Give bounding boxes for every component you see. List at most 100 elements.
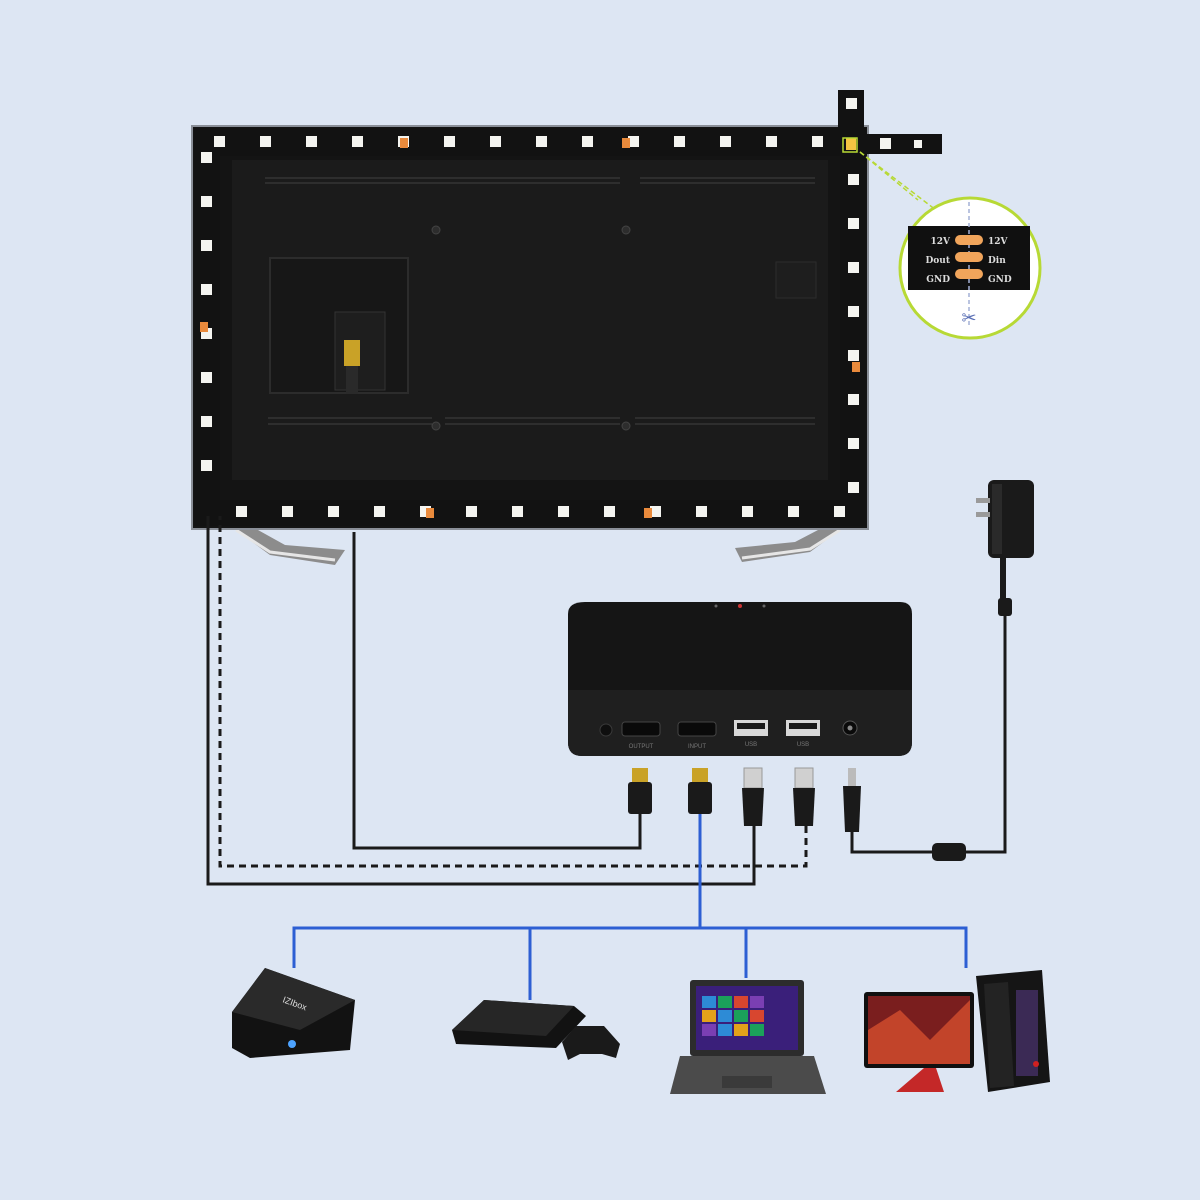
laptop-screen-tile <box>718 1010 732 1022</box>
led-chip <box>582 136 593 147</box>
led-chip <box>848 438 859 449</box>
laptop-screen-tile <box>734 1010 748 1022</box>
led-chip <box>720 136 731 147</box>
scissors-icon: ✂ <box>961 308 976 329</box>
led-strip-right <box>840 128 866 526</box>
led-chip <box>696 506 707 517</box>
laptop-screen-tile <box>702 996 716 1008</box>
led-chip <box>848 174 859 185</box>
led-chip <box>812 136 823 147</box>
port-label-input: INPUT <box>688 744 706 750</box>
led-chip <box>848 350 859 361</box>
led-chip <box>201 372 212 383</box>
led-chip <box>512 506 523 517</box>
sync-box: OUTPUT INPUT USB USB <box>568 602 912 756</box>
led-chip <box>352 136 363 147</box>
strip-zoom-callout: 12V Dout GND 12V Din GND ✂ <box>842 137 1042 340</box>
led-chip <box>766 136 777 147</box>
led-chip <box>282 506 293 517</box>
tv-io-panel <box>269 257 817 394</box>
laptop-screen-tile <box>718 1024 732 1036</box>
led-chip <box>444 136 455 147</box>
tv-stand-right <box>735 528 841 562</box>
led-chip <box>848 218 859 229</box>
laptop-screen-tile <box>750 1024 764 1036</box>
port-label-usb-2: USB <box>797 742 809 748</box>
pin-right-din: Din <box>988 256 1006 266</box>
laptop-screen-tile <box>734 1024 748 1036</box>
tv-stand-left <box>235 528 345 565</box>
led-chip <box>374 506 385 517</box>
pin-left-gnd: GND <box>926 275 950 285</box>
led-chip <box>201 240 212 251</box>
led-chip <box>490 136 501 147</box>
laptop-screen-tile <box>718 996 732 1008</box>
led-resistor <box>200 322 208 332</box>
power-cable-ferrite <box>932 843 966 861</box>
led-strip <box>194 90 942 526</box>
led-chip <box>650 506 661 517</box>
led-chip <box>604 506 615 517</box>
led-chip <box>848 262 859 273</box>
hdmi-input-plug <box>688 768 712 814</box>
led-strip-bottom <box>194 500 866 526</box>
led-chip <box>466 506 477 517</box>
desktop-tower <box>976 970 1050 1092</box>
led-chip <box>848 482 859 493</box>
led-chip <box>260 136 271 147</box>
led-chip <box>914 140 922 148</box>
led-chip <box>558 506 569 517</box>
desktop-monitor <box>864 992 974 1092</box>
laptop-screen-tile <box>750 1010 764 1022</box>
led-chip <box>846 98 857 109</box>
led-chip <box>788 506 799 517</box>
pin-right-gnd: GND <box>988 275 1012 285</box>
led-chip <box>201 416 212 427</box>
led-chip <box>848 394 859 405</box>
cables <box>206 516 1007 1000</box>
led-chip <box>628 136 639 147</box>
led-chip <box>742 506 753 517</box>
laptop-screen-tile <box>750 996 764 1008</box>
led-chip <box>201 460 212 471</box>
tv-mount-screws <box>431 225 631 431</box>
led-strip-right-extension <box>838 90 864 130</box>
power-adapter <box>976 480 1034 616</box>
led-chip <box>674 136 685 147</box>
game-console <box>452 1000 620 1060</box>
led-chip <box>880 138 891 149</box>
pin-left-dout: Dout <box>925 256 950 266</box>
led-cut-pad <box>846 138 856 150</box>
led-chip <box>848 306 859 317</box>
pin-left-12v: 12V <box>930 237 951 247</box>
hdmi-output-plug <box>628 768 652 814</box>
usb-plug-2 <box>793 767 815 826</box>
laptop-screen-tile <box>734 996 748 1008</box>
pin-right-12v: 12V <box>988 237 1009 247</box>
tv-vents <box>265 177 815 425</box>
led-chip <box>201 152 212 163</box>
led-resistor <box>644 508 652 518</box>
port-label-usb-1: USB <box>745 742 757 748</box>
led-chip <box>201 284 212 295</box>
led-resistor <box>852 362 860 372</box>
led-chip <box>201 196 212 207</box>
port-label-output: OUTPUT <box>629 744 654 750</box>
led-chip <box>420 506 431 517</box>
led-chip <box>214 136 225 147</box>
led-chip <box>201 328 212 339</box>
led-resistor <box>400 138 408 148</box>
led-strip-top <box>194 128 866 156</box>
led-resistor <box>426 508 434 518</box>
led-chip <box>328 506 339 517</box>
laptop-screen-tile <box>702 1010 716 1022</box>
led-chip <box>306 136 317 147</box>
led-resistor <box>622 138 630 148</box>
usb-plug-1 <box>742 767 764 826</box>
dc-power-plug <box>843 768 861 832</box>
led-chip <box>236 506 247 517</box>
led-chip <box>536 136 547 147</box>
laptop <box>670 980 826 1094</box>
led-chip <box>834 506 845 517</box>
